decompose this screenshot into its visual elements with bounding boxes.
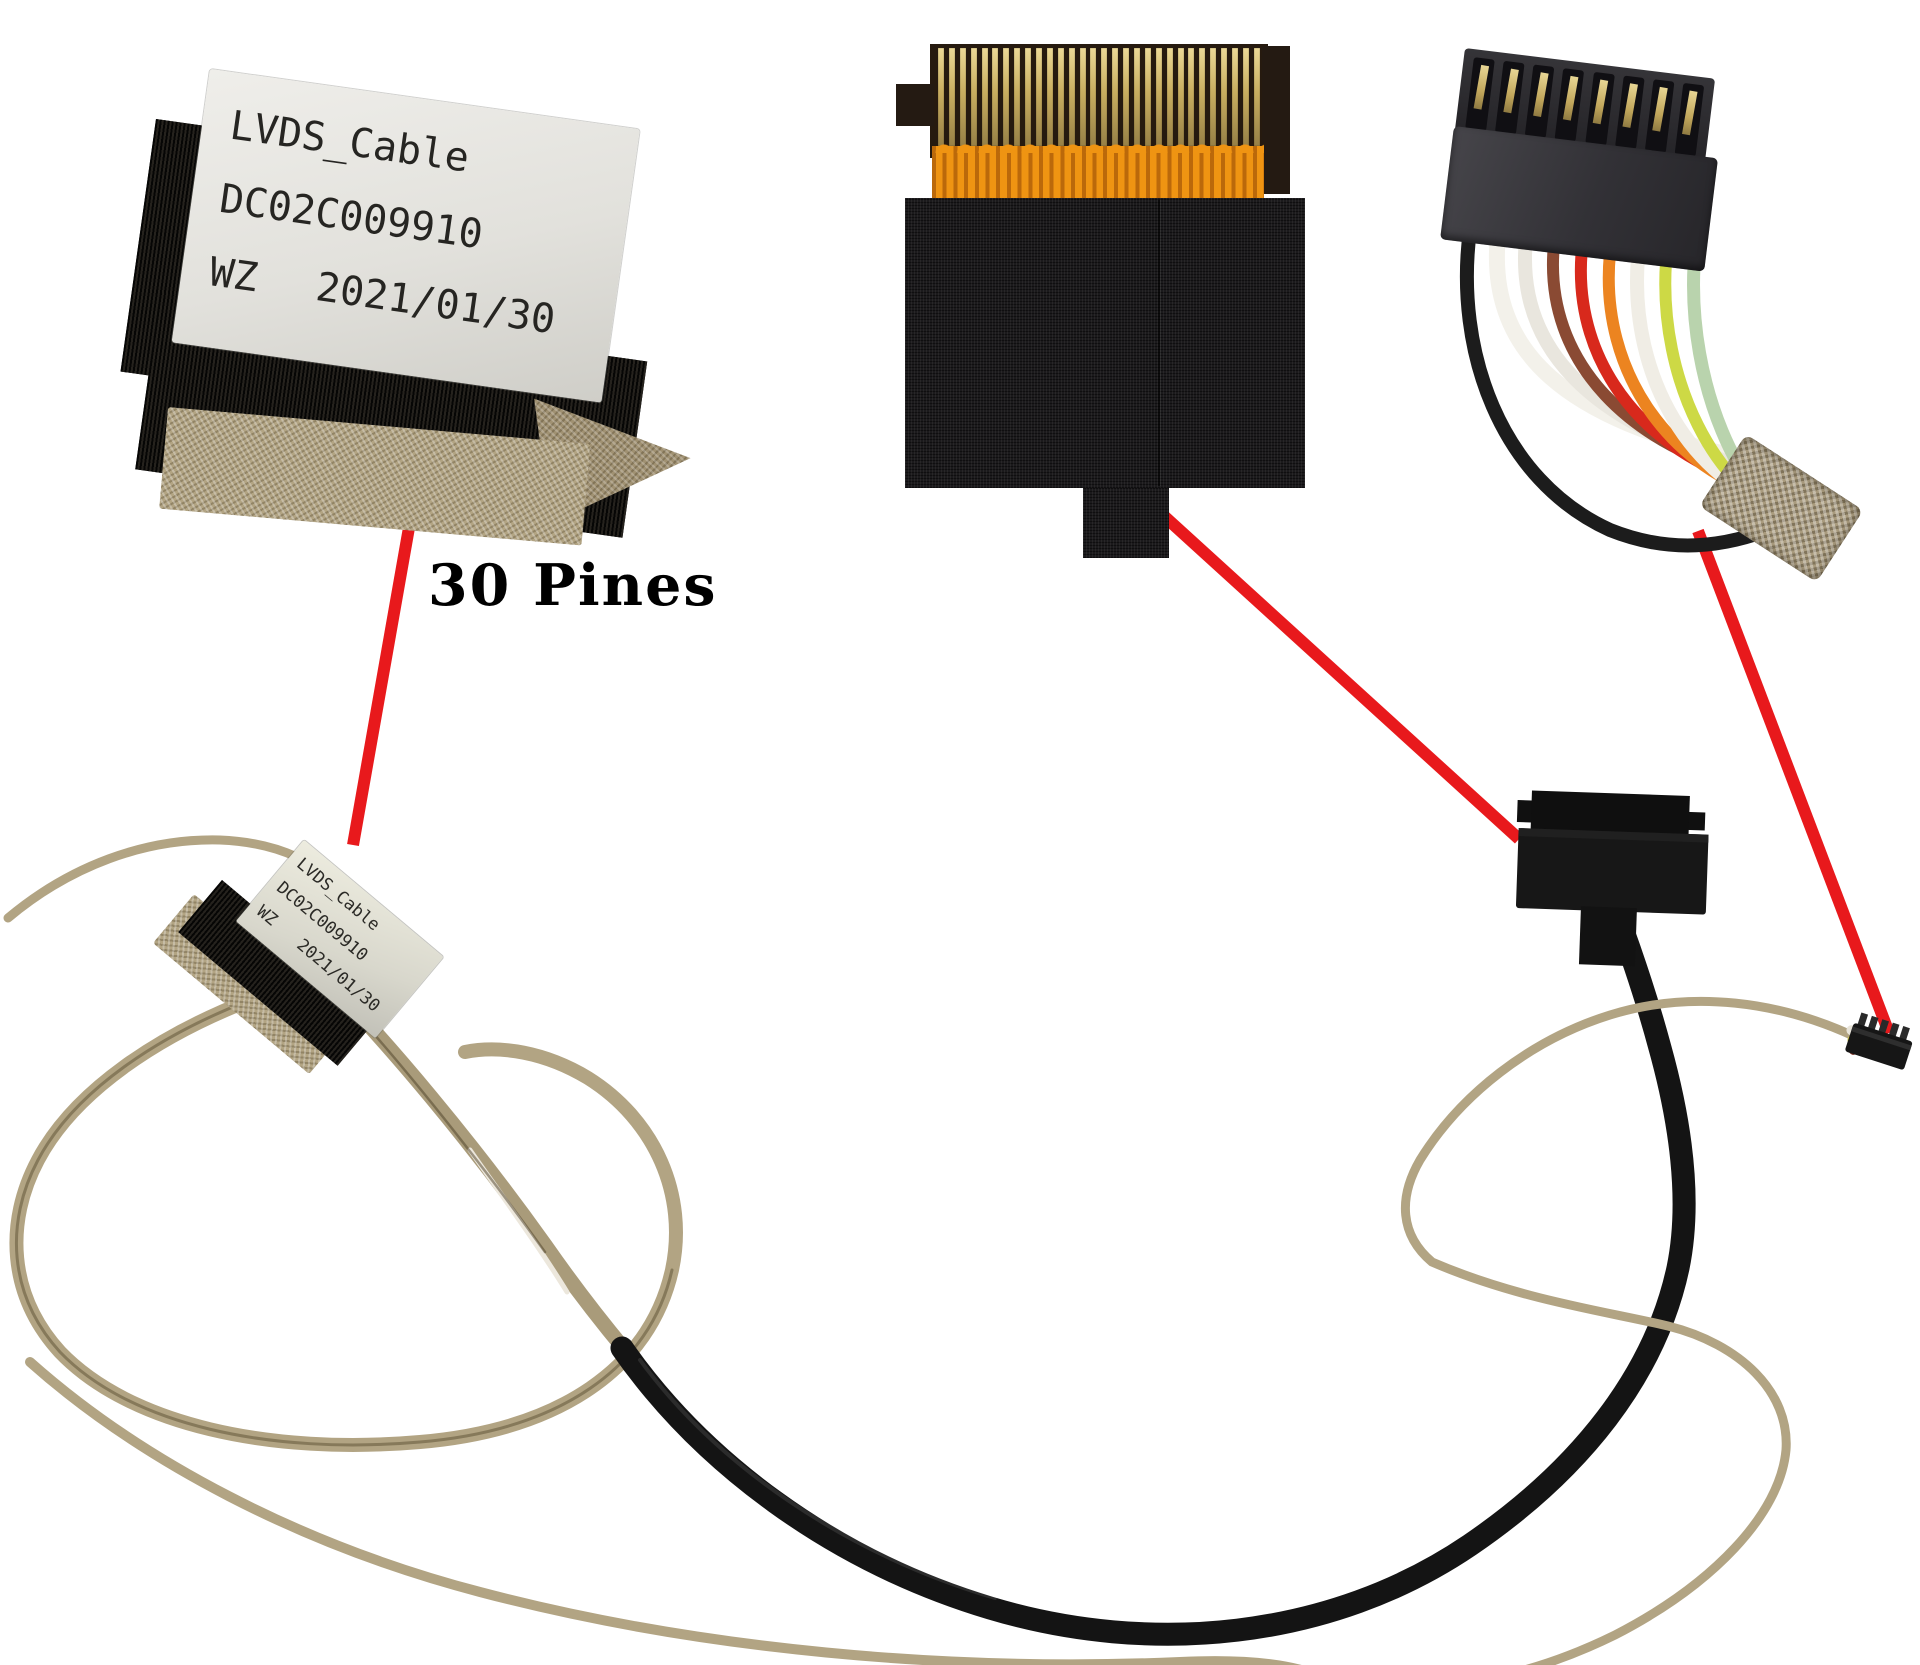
slot-pin [1562, 75, 1579, 121]
orange-flex-band [932, 139, 1264, 208]
pin-slot [1644, 79, 1675, 154]
colored-wires-group [1459, 223, 1805, 553]
slot-pin [1532, 72, 1549, 117]
gold-pins-row [938, 48, 1260, 146]
gold-pin [1036, 48, 1043, 146]
gold-pin [1057, 48, 1064, 146]
gold-pin [1112, 48, 1119, 146]
gold-pin [1025, 48, 1032, 146]
small-8pin-plug [1845, 1012, 1913, 1070]
gold-pin [992, 48, 999, 146]
slot-pin [1473, 64, 1489, 110]
gold-pin [938, 48, 944, 146]
pin-slot [1614, 75, 1645, 150]
gold-pin [1046, 48, 1053, 146]
red-callout-line-small-plug [1692, 528, 1895, 1036]
gold-pin [1210, 48, 1217, 146]
slot-pin [1592, 79, 1609, 125]
red-callout-line-label [347, 503, 419, 847]
gold-pin [1101, 48, 1108, 146]
gold-pin [1090, 48, 1097, 146]
pin-slot [1674, 82, 1705, 157]
gold-pin [1014, 48, 1021, 146]
cable-left-loop-shade [15, 998, 674, 1447]
pin-slot [1525, 64, 1555, 139]
black-connector-on-cable [1515, 790, 1709, 967]
gold-connector-tail [1083, 488, 1169, 558]
cable-label-assembly: LVDS_Cable DC02C009910 WZ 2021/01/30 [152, 820, 520, 1080]
slot-pin [1502, 68, 1519, 114]
gold-pin [1003, 48, 1010, 146]
gold-pin [1155, 48, 1162, 146]
wire-black [1459, 223, 1785, 553]
gold-pin [1177, 48, 1184, 146]
slot-pin [1622, 83, 1639, 128]
cable-thin-wire-right [1400, 996, 1867, 1665]
gold-connector-right-notch [1262, 46, 1290, 194]
gold-pin [1166, 48, 1173, 146]
gold-connector-left-tab [896, 84, 934, 126]
gold-pin [948, 48, 955, 146]
gold-connector-closeup [890, 40, 1330, 570]
slot-pin [1682, 90, 1699, 136]
gold-pin [1232, 48, 1239, 146]
gold-connector-fabric-body [905, 198, 1305, 488]
pin-slot [1465, 57, 1495, 132]
gold-pin [970, 48, 977, 146]
gold-pin [1188, 48, 1195, 146]
gold-pin [1253, 48, 1260, 146]
gold-connector-seam [1158, 200, 1160, 486]
pin-slot [1495, 60, 1525, 135]
gold-pin [1199, 48, 1206, 146]
gold-pin [981, 48, 988, 146]
red-callout-line-connector [1159, 511, 1524, 844]
gold-pin [1242, 48, 1249, 146]
cable-black-jacket [610, 890, 1696, 1646]
gold-pin [1068, 48, 1075, 146]
gold-pin [1079, 48, 1086, 146]
pin-slot [1584, 71, 1615, 146]
label-closeup-wz: WZ [206, 249, 261, 302]
pin-connector-closeup [1440, 30, 1920, 650]
cable-black-jacket-sheen [638, 1358, 997, 1600]
gold-pin [1144, 48, 1151, 146]
pin-count-annotation: 30 Pines [428, 552, 718, 619]
gold-pin [1134, 48, 1141, 146]
pin-slot [1554, 68, 1585, 143]
gold-pin [1221, 48, 1228, 146]
gold-pin [959, 48, 966, 146]
slot-pin [1652, 86, 1669, 132]
gold-pin [1123, 48, 1130, 146]
cable-bottom-sweep [25, 1357, 1302, 1665]
label-closeup-photo: LVDS_Cable DC02C009910 WZ 2021/01/30 [120, 55, 730, 585]
cable-left-loop [9, 993, 683, 1452]
